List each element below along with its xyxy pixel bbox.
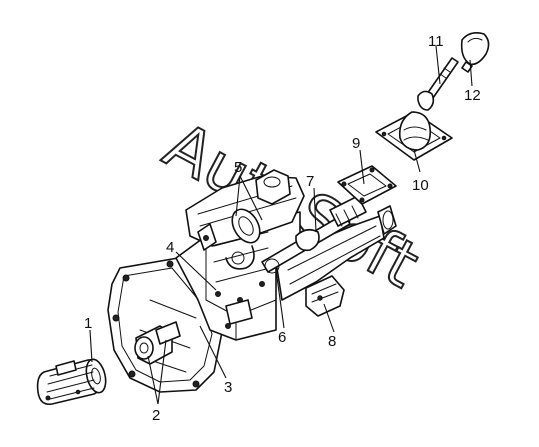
part-gear-knob bbox=[460, 32, 490, 73]
part-shift-rod bbox=[261, 195, 367, 274]
callout-7: 7 bbox=[306, 173, 314, 190]
part-gear-lever-boot bbox=[375, 111, 453, 161]
part-rear-mount bbox=[305, 275, 345, 317]
callout-labels: 1 2 3 4 5 6 7 8 9 10 11 12 bbox=[84, 33, 481, 424]
callout-10: 10 bbox=[412, 177, 429, 194]
part-release-bearing bbox=[134, 321, 181, 365]
callout-1: 1 bbox=[84, 315, 92, 332]
callout-6: 6 bbox=[278, 329, 286, 346]
part-gear-lever bbox=[417, 57, 459, 111]
part-top-cover bbox=[185, 169, 305, 270]
callout-5: 5 bbox=[234, 159, 242, 176]
callout-8: 8 bbox=[328, 333, 336, 350]
callout-2: 2 bbox=[152, 407, 160, 424]
part-lever-plate bbox=[337, 165, 397, 205]
callout-11: 11 bbox=[428, 33, 444, 50]
part-starter-motor bbox=[36, 358, 107, 406]
leader-lines bbox=[89, 45, 473, 405]
callout-9: 9 bbox=[352, 135, 360, 152]
callout-4: 4 bbox=[166, 239, 174, 256]
callout-3: 3 bbox=[224, 379, 232, 396]
callout-12: 12 bbox=[464, 87, 481, 104]
